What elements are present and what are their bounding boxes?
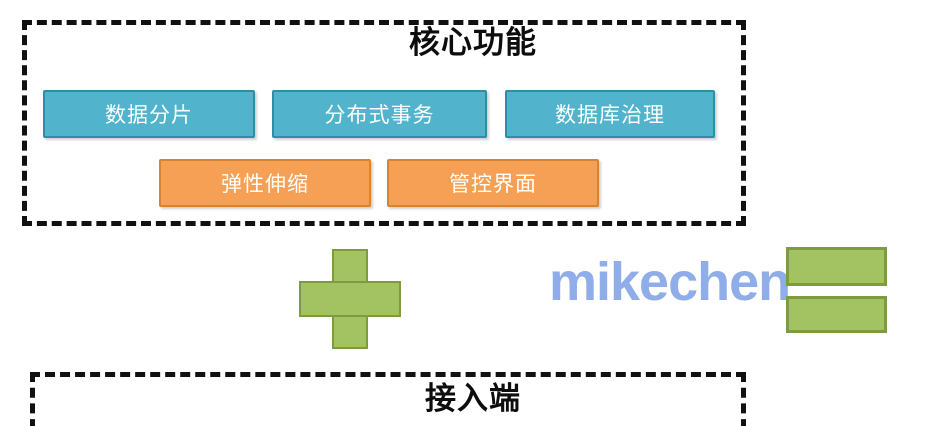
core-capability-title: 核心功能 [409,25,537,60]
equals-icon-top-bar [786,247,887,286]
feature-box-elastic-scaling[interactable]: 弹性伸缩 [159,159,371,207]
feature-box-distributed-transaction[interactable]: 分布式事务 [272,90,487,138]
equals-icon-bottom-bar [786,296,887,333]
feature-box-database-governance[interactable]: 数据库治理 [505,90,715,138]
plus-icon-center [334,283,366,315]
feature-box-data-sharding[interactable]: 数据分片 [43,90,255,138]
core-capability-panel [22,20,746,226]
watermark-text: mikechen [549,252,791,312]
plus-icon [299,249,401,349]
access-side-title: 接入端 [425,381,521,416]
access-side-panel [30,372,746,426]
feature-box-management-console[interactable]: 管控界面 [387,159,599,207]
